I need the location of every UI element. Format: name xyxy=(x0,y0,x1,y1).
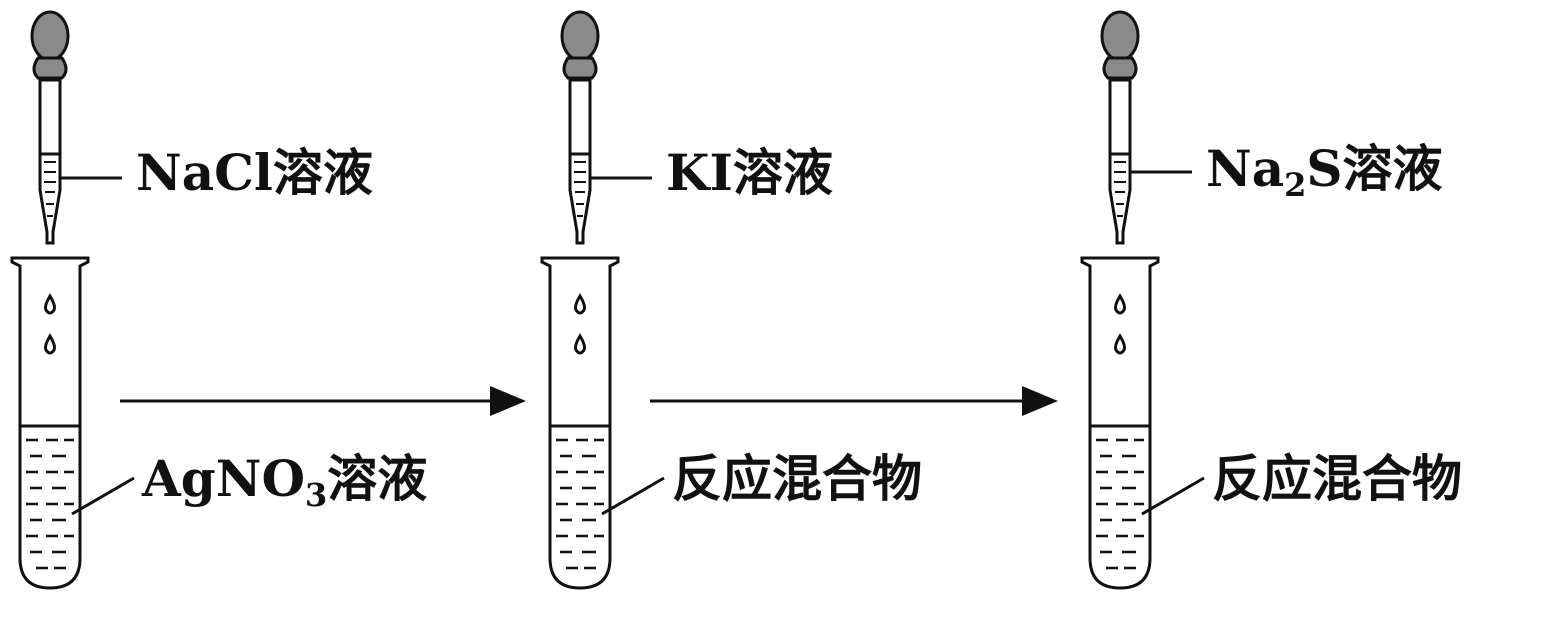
tube-leader-line xyxy=(71,476,135,516)
drop-icon xyxy=(44,333,56,355)
drop-icon xyxy=(574,293,586,315)
dropper-2 xyxy=(560,10,652,245)
tube-leader-line xyxy=(1141,476,1205,516)
dropper-1 xyxy=(30,10,122,245)
dropper-3 xyxy=(1100,10,1192,245)
dropper-label-1: NaCl溶液 xyxy=(136,148,373,205)
apparatus-2 xyxy=(540,10,665,590)
tube-leader-line xyxy=(601,476,665,516)
test-tube-2 xyxy=(540,256,665,590)
test-tube-glass xyxy=(1080,256,1160,590)
reagent-formula: KI xyxy=(666,143,733,202)
reagent-formula: Na xyxy=(1206,139,1285,198)
liquid-dashes xyxy=(26,438,74,570)
reagent-formula-tail: S xyxy=(1306,139,1343,198)
dropper-label-3: Na2S溶液 xyxy=(1206,144,1442,204)
reagent-formula: NaCl xyxy=(136,143,273,202)
content-formula: AgNO xyxy=(142,449,306,508)
tube-label-1: AgNO3溶液 xyxy=(142,454,427,514)
dropper-bulb xyxy=(1100,10,1140,62)
test-tube-glass xyxy=(10,256,90,590)
drop-icon xyxy=(574,333,586,355)
dropper-bulb xyxy=(560,10,600,62)
dropper-neck xyxy=(32,56,68,80)
drop-icon xyxy=(1114,333,1126,355)
dropper-neck xyxy=(562,56,598,80)
content-text: 反应混合物 xyxy=(1212,450,1462,508)
tube-label-2: 反应混合物 xyxy=(672,454,922,511)
apparatus-3 xyxy=(1080,10,1205,590)
liquid-dashes xyxy=(556,438,604,570)
test-tube-3 xyxy=(1080,256,1205,590)
reagent-solution-text: 溶液 xyxy=(732,144,833,202)
reagent-subscript: 2 xyxy=(1284,166,1307,204)
dropper-label-2: KI溶液 xyxy=(666,148,833,205)
drop-icon xyxy=(1114,293,1126,315)
dropper-bulb xyxy=(30,10,70,62)
test-tube-1 xyxy=(10,256,135,590)
reagent-solution-text: 溶液 xyxy=(1342,140,1443,198)
test-tube-glass xyxy=(540,256,620,590)
apparatus-1 xyxy=(10,10,135,590)
tube-label-3: 反应混合物 xyxy=(1212,454,1462,511)
content-text: 溶液 xyxy=(327,450,428,508)
content-subscript: 3 xyxy=(305,476,328,514)
reagent-solution-text: 溶液 xyxy=(272,144,373,202)
dropper-neck xyxy=(1102,56,1138,80)
drop-icon xyxy=(44,293,56,315)
content-text: 反应混合物 xyxy=(672,450,922,508)
liquid-dashes xyxy=(1096,438,1144,570)
